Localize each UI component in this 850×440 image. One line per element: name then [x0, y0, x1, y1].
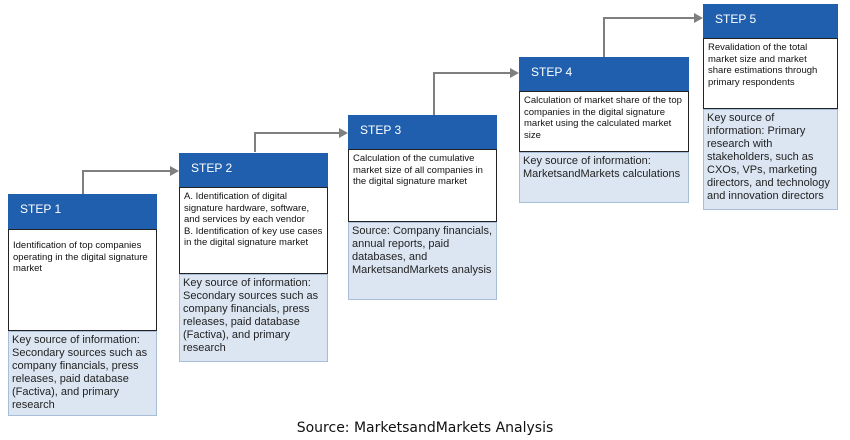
step-5-header: STEP 5 [703, 4, 838, 38]
step-3-header: STEP 3 [348, 115, 497, 149]
step-2-header: STEP 2 [179, 153, 328, 187]
connector-step4-step5 [603, 17, 694, 57]
step-5-source: Key source of information: Primary resea… [703, 109, 838, 210]
connector-step2-step3 [254, 132, 339, 152]
step-5-description: Revalidation of the total market size an… [703, 38, 838, 109]
source-caption: Source: MarketsandMarkets Analysis [296, 420, 554, 436]
step-4-header: STEP 4 [519, 57, 689, 91]
step-3-description: Calculation of the cumulative market siz… [348, 149, 497, 222]
connector-step1-step2 [82, 170, 170, 194]
connector-step3-step4 [433, 72, 510, 115]
step-4-description: Calculation of market share of the top c… [519, 91, 689, 152]
step-2-source: Key source of information: Secondary sou… [179, 274, 328, 362]
step-3-source: Source: Company financials, annual repor… [348, 222, 497, 300]
arrowhead-step4 [510, 68, 519, 78]
step-1-header: STEP 1 [8, 194, 157, 229]
step-2-description: A. Identification of digital signature h… [179, 187, 328, 274]
arrowhead-step5 [694, 13, 703, 23]
step-1-source: Key source of information: Secondary sou… [8, 331, 157, 416]
step-1-description: Identification of top companies operatin… [8, 229, 157, 331]
arrowhead-step2 [170, 166, 179, 176]
step-4-source: Key source of information: MarketsandMar… [519, 152, 689, 203]
arrowhead-step3 [339, 128, 348, 138]
